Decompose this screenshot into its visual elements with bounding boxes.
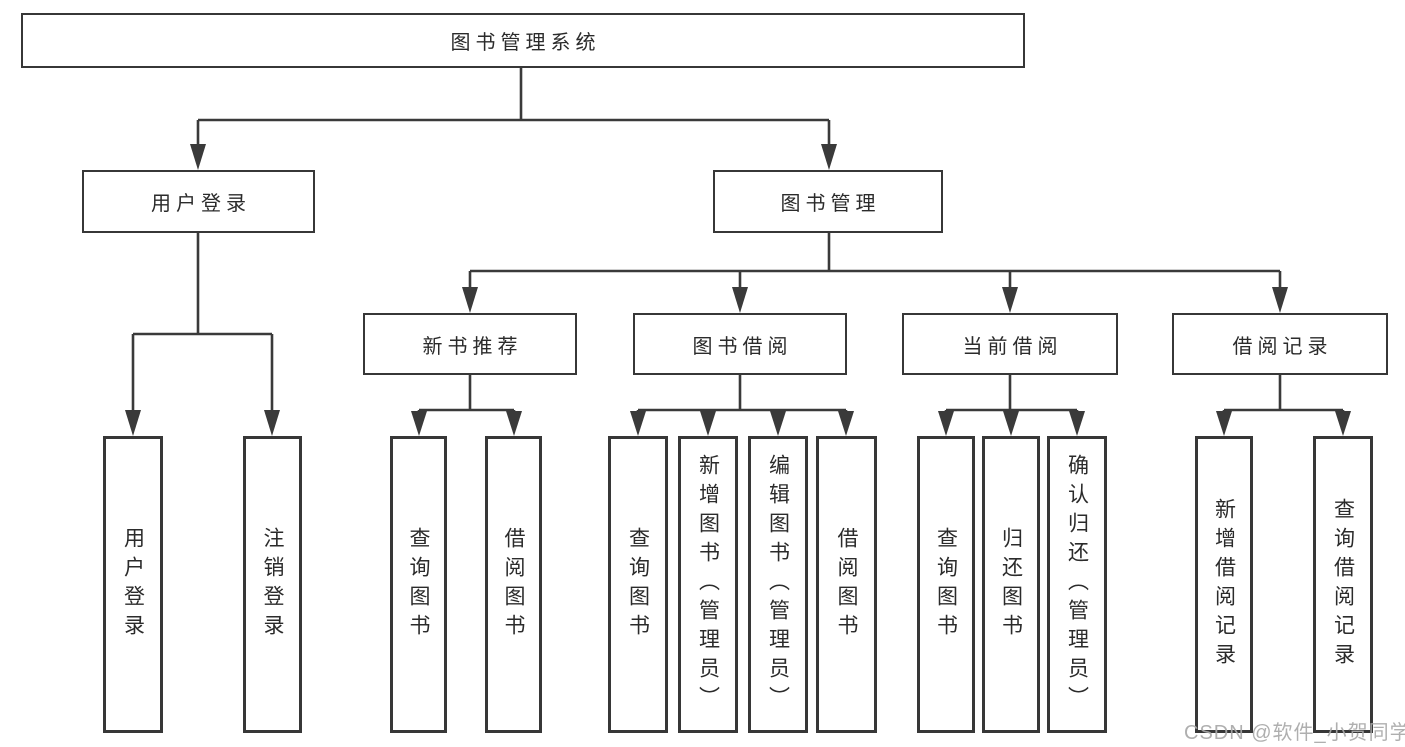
connector-book-borrowing-children [630,375,854,436]
leaf-nbr-query-books: 查询图书 [390,436,447,733]
connector-root-to-level2 [190,68,837,170]
node-borrowing-records: 借阅记录 [1172,313,1388,375]
leaf-label: 新增借阅记录 [1212,497,1236,672]
connector-new-book-recommend-children [411,375,522,436]
node-user-login: 用户登录 [82,170,315,233]
leaf-label: 新增图书（管理员） [696,454,720,715]
connector-borrowing-records-children [1216,375,1351,436]
leaf-label: 查询图书 [934,526,958,643]
leaf-label: 借阅图书 [835,526,858,643]
leaf-label: 编辑图书（管理员） [766,454,790,715]
leaf-user-login: 用户登录 [103,436,163,733]
leaf-bb-borrow-books: 借阅图书 [816,436,877,733]
leaf-label: 查询图书 [407,526,430,643]
watermark: CSDN @软件_小贺同学 [1184,722,1405,744]
leaf-logout-login: 注销登录 [243,436,302,733]
leaf-nbr-borrow-books: 借阅图书 [485,436,542,733]
leaf-bb-edit-books-admin: 编辑图书（管理员） [748,436,808,733]
leaf-label: 归还图书 [999,526,1023,643]
connector-current-borrowing-children [938,375,1085,436]
node-current-borrowing: 当前借阅 [902,313,1118,375]
leaf-br-add-record: 新增借阅记录 [1195,436,1253,733]
leaf-bb-query-books: 查询图书 [608,436,668,733]
leaf-label: 查询借阅记录 [1331,497,1355,672]
leaf-cb-confirm-return-admin: 确认归还（管理员） [1047,436,1107,733]
leaf-cb-query-books: 查询图书 [917,436,975,733]
leaf-cb-return-books: 归还图书 [982,436,1040,733]
node-library-system: 图书管理系统 [21,13,1025,68]
leaf-label: 查询图书 [626,526,650,643]
node-new-book-recommend: 新书推荐 [363,313,577,375]
node-book-borrowing: 图书借阅 [633,313,847,375]
leaf-label: 用户登录 [121,526,145,643]
node-book-management: 图书管理 [713,170,943,233]
leaf-bb-add-books-admin: 新增图书（管理员） [678,436,738,733]
connector-book-management-children [462,233,1288,313]
connector-user-login-children [125,233,280,436]
leaf-br-query-record: 查询借阅记录 [1313,436,1373,733]
leaf-label: 注销登录 [261,526,284,643]
leaf-label: 借阅图书 [502,526,525,643]
leaf-label: 确认归还（管理员） [1065,454,1089,715]
